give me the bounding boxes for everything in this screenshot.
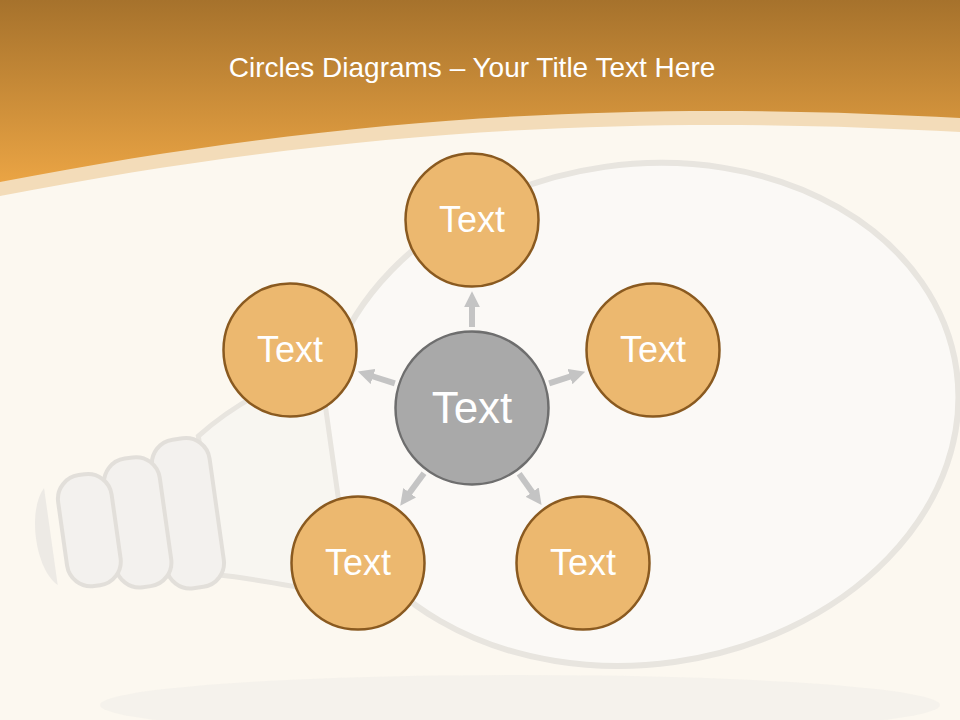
circle-label: Text (439, 199, 505, 241)
circle-label: Text (325, 542, 391, 584)
arrow-connector (370, 376, 395, 384)
satellite-circle: Text (515, 495, 651, 631)
satellite-circle: Text (222, 282, 358, 418)
arrow-connector (549, 376, 573, 384)
circle-label: Text (432, 383, 513, 433)
lightbulb-illustration (0, 122, 960, 720)
arrow-connector (408, 473, 424, 495)
slide-title-box: Circles Diagrams – Your Title Text Here (0, 52, 944, 84)
circle-label: Text (550, 542, 616, 584)
circle-label: Text (620, 329, 686, 371)
satellite-circle: Text (585, 282, 721, 418)
arrow-connector (519, 474, 534, 495)
slide-title: Circles Diagrams – Your Title Text Here (229, 52, 716, 83)
satellite-circle: Text (290, 495, 426, 631)
circle-label: Text (257, 329, 323, 371)
hub-circle: Text (394, 330, 550, 486)
arrow-connector (469, 304, 475, 327)
satellite-circle: Text (404, 152, 540, 288)
